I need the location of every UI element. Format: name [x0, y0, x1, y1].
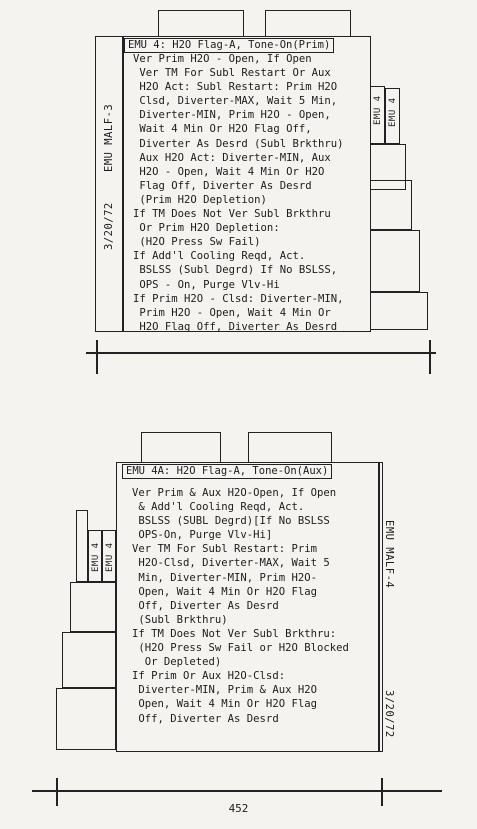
line: If TM Does Not Ver Subl Brkthru:	[132, 627, 337, 640]
line: Ver TM For Subl Restart Or Aux	[133, 67, 331, 80]
step-tab-2	[385, 88, 400, 144]
crop-mark-right	[429, 340, 431, 374]
card-side-label: EMU MALF-4	[383, 520, 395, 589]
crop-line-horizontal	[86, 352, 436, 354]
card-title: EMU 4A: H2O Flag-A, Tone-On(Aux)	[122, 464, 333, 479]
ring-tab-right	[265, 10, 351, 36]
card-body: Ver Prim H2O - Open, If Open Ver TM For …	[133, 52, 343, 334]
line: Wait 4 Min Or H2O Flag Off,	[133, 123, 312, 136]
line: (Subl Brkthru)	[132, 613, 228, 626]
line: Or Depleted)	[132, 656, 222, 669]
line: BSLSS (SUBL Degrd)[If No BSLSS	[132, 515, 330, 528]
card-date: 3/20/72	[383, 690, 395, 738]
line: Diverter-MIN, Prim H2O - Open,	[133, 109, 331, 122]
line: H2O-Clsd, Diverter-MAX, Wait 5	[132, 557, 330, 570]
crop-mark-left	[56, 778, 58, 806]
ring-tab-left	[158, 10, 244, 36]
line: (H2O Press Sw Fail)	[133, 236, 261, 249]
line: Ver TM For Subl Restart: Prim	[132, 543, 317, 556]
step-label-1: EMU 4	[91, 542, 101, 572]
step-tab-4	[370, 180, 412, 230]
line: H2O - Open, Wait 4 Min Or H2O	[133, 165, 325, 178]
line: Diverter As Desrd (Subl Brkthru)	[133, 137, 344, 150]
crop-mark-left	[96, 340, 98, 374]
step-tab-5	[370, 230, 420, 292]
line: (Prim H2O Depletion)	[133, 193, 267, 206]
line: H2O Act: Subl Restart: Prim H2O	[133, 81, 338, 94]
ring-tab-left	[141, 432, 221, 462]
line: Min, Diverter-MIN, Prim H2O-	[132, 571, 317, 584]
card-body: Ver Prim & Aux H2O-Open, If Open & Add'l…	[132, 486, 349, 726]
line: If TM Does Not Ver Subl Brkthru	[133, 208, 331, 221]
line: Off, Diverter As Desrd	[132, 712, 279, 725]
card-frame	[116, 462, 383, 752]
step-tab-1	[88, 530, 102, 582]
step-tab-5	[62, 632, 116, 688]
step-label-2: EMU 4	[388, 97, 398, 127]
line: H2O Flag Off, Diverter As Desrd	[133, 320, 338, 333]
line: If Prim Or Aux H2O-Clsd:	[132, 670, 286, 683]
step-tab-2	[102, 530, 116, 582]
step-tab-4	[70, 582, 116, 632]
line: BSLSS (Subl Degrd) If No BSLSS,	[133, 264, 338, 277]
card-frame	[95, 36, 371, 332]
step-tab-6	[370, 292, 428, 330]
card-date: 3/20/72	[103, 202, 115, 250]
line: Ver Prim & Aux H2O-Open, If Open	[132, 487, 337, 499]
step-tab-6	[56, 688, 116, 750]
line: If Add'l Cooling Reqd, Act.	[133, 250, 306, 263]
card-side-label: EMU MALF-3	[103, 103, 115, 172]
crop-line-horizontal	[32, 790, 442, 792]
line: Ver Prim H2O - Open, If Open	[133, 53, 312, 65]
line: Open, Wait 4 Min Or H2O Flag	[132, 698, 317, 711]
ring-tab-right	[248, 432, 332, 462]
step-label-1: EMU 4	[373, 95, 383, 125]
card-title: EMU 4: H2O Flag-A, Tone-On(Prim)	[124, 38, 335, 53]
line: Diverter-MIN, Prim & Aux H2O	[132, 684, 317, 697]
line: (H2O Press Sw Fail or H2O Blocked	[132, 642, 349, 655]
page-number: 452	[228, 802, 249, 815]
line: Flag Off, Diverter As Desrd	[133, 179, 312, 192]
line: If Prim H2O - Clsd: Diverter-MIN,	[133, 292, 344, 305]
line: Aux H2O Act: Diverter-MIN, Aux	[133, 151, 331, 164]
step-label-2: EMU 4	[105, 542, 115, 572]
card-spine-line	[122, 36, 124, 332]
line: Open, Wait 4 Min Or H2O Flag	[132, 585, 317, 598]
line: OPS-On, Purge Vlv-Hi]	[132, 529, 273, 542]
line: Clsd, Diverter-MAX, Wait 5 Min,	[133, 95, 338, 108]
line: & Add'l Cooling Reqd, Act.	[132, 501, 305, 514]
crop-mark-right	[381, 778, 383, 806]
step-tab-3	[76, 510, 88, 582]
line: Or Prim H2O Depletion:	[133, 222, 280, 235]
card-spine-line	[378, 462, 380, 752]
line: Off, Diverter As Desrd	[132, 599, 279, 612]
line: Prim H2O - Open, Wait 4 Min Or	[133, 306, 331, 319]
line: OPS - On, Purge Vlv-Hi	[133, 278, 280, 291]
